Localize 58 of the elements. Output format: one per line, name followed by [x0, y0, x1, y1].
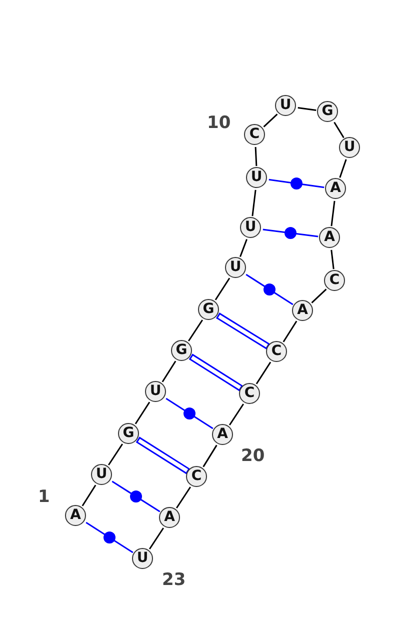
- backbone-line: [240, 238, 248, 258]
- position-number: 1: [38, 487, 50, 507]
- backbone-line: [176, 486, 192, 508]
- nucleotide-circle: G: [171, 340, 192, 361]
- nucleotide-circle: A: [212, 424, 233, 445]
- nucleotide-circle: A: [325, 178, 346, 199]
- nucleotide-circle: G: [317, 101, 338, 122]
- backbone-line: [282, 320, 298, 342]
- nucleotide-circle: G: [118, 423, 139, 444]
- backbone-line: [108, 444, 124, 466]
- backbone-line: [162, 360, 176, 382]
- backbone-line: [228, 404, 244, 426]
- nucleotide-circle: U: [339, 137, 360, 158]
- base-pair-line: [112, 480, 160, 512]
- nucleotide-circle: A: [65, 505, 86, 526]
- backbone-line: [334, 122, 344, 138]
- nucleotide-circle: A: [159, 507, 180, 528]
- base-pair-double-line: [136, 436, 190, 474]
- nucleotide-circle: A: [292, 300, 313, 321]
- base-pair-line: [166, 398, 214, 430]
- base-pair-line: [246, 274, 294, 306]
- backbone-line: [202, 444, 218, 468]
- backbone-line: [330, 250, 334, 270]
- nucleotide-circle: U: [275, 95, 296, 116]
- nucleotide-circle: U: [132, 548, 153, 569]
- base-pair-line: [262, 228, 318, 238]
- position-number: 20: [241, 446, 265, 466]
- backbone-line: [214, 278, 230, 300]
- base-pair-double-line: [188, 354, 244, 392]
- nucleotide-circle: C: [324, 270, 345, 291]
- nucleotide-circle: A: [319, 227, 340, 248]
- base-pair-double-line: [216, 312, 270, 350]
- nucleotide-circle: C: [244, 124, 265, 145]
- nucleotide-circle: U: [145, 381, 166, 402]
- position-number: 23: [162, 570, 186, 590]
- backbone-line: [82, 484, 96, 506]
- backbone-line: [148, 528, 164, 550]
- backbone-line: [256, 362, 272, 384]
- nucleotide-circle: U: [240, 217, 261, 238]
- nucleotide-circle: U: [246, 167, 267, 188]
- backbone-line: [188, 320, 204, 342]
- backbone-line: [254, 146, 258, 166]
- nucleotide-circle: U: [91, 464, 112, 485]
- base-pair-line: [268, 178, 324, 188]
- nucleotide-circle: G: [198, 299, 219, 320]
- nucleotide-circle: C: [239, 383, 260, 404]
- backbone-line: [339, 159, 347, 178]
- position-number: 10: [207, 113, 231, 133]
- base-pair-line: [86, 522, 134, 554]
- backbone-line: [311, 288, 327, 304]
- nucleotide-circle: C: [266, 341, 287, 362]
- backbone-line: [252, 190, 256, 216]
- backbone-line: [134, 402, 150, 424]
- nucleotide-circle: C: [186, 466, 207, 487]
- backbone-line: [298, 106, 316, 112]
- backbone-line: [330, 200, 336, 226]
- backbone-line: [263, 114, 278, 128]
- nucleotide-circle: U: [225, 257, 246, 278]
